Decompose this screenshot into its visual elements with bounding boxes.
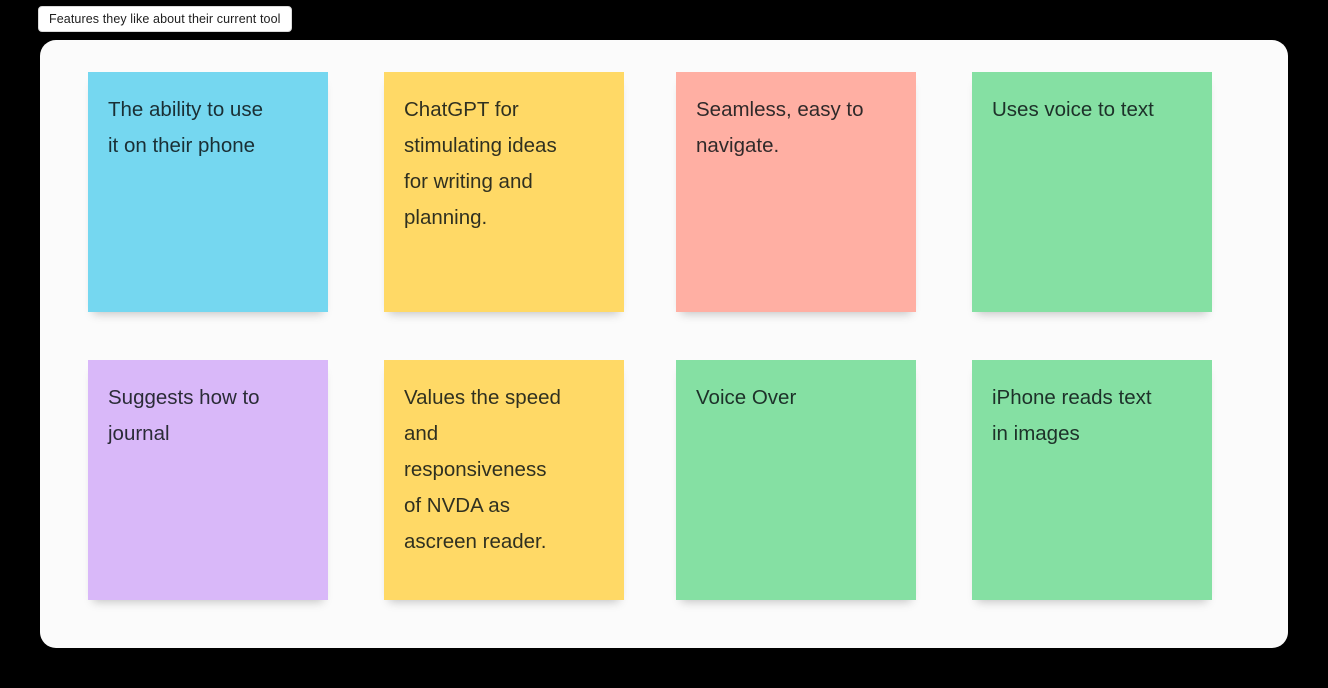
- sticky-note[interactable]: ChatGPT for stimulating ideas for writin…: [384, 72, 624, 312]
- sticky-note[interactable]: The ability to use it on their phone: [88, 72, 328, 312]
- section-tag[interactable]: Features they like about their current t…: [38, 6, 292, 32]
- sticky-note[interactable]: Suggests how to journal: [88, 360, 328, 600]
- sticky-note[interactable]: Seamless, easy to navigate.: [676, 72, 916, 312]
- sticky-note[interactable]: Voice Over: [676, 360, 916, 600]
- sticky-note[interactable]: Values the speed and responsiveness of N…: [384, 360, 624, 600]
- sticky-note[interactable]: Uses voice to text: [972, 72, 1212, 312]
- sticky-note[interactable]: iPhone reads text in images: [972, 360, 1212, 600]
- whiteboard-canvas[interactable]: The ability to use it on their phone Cha…: [40, 40, 1288, 648]
